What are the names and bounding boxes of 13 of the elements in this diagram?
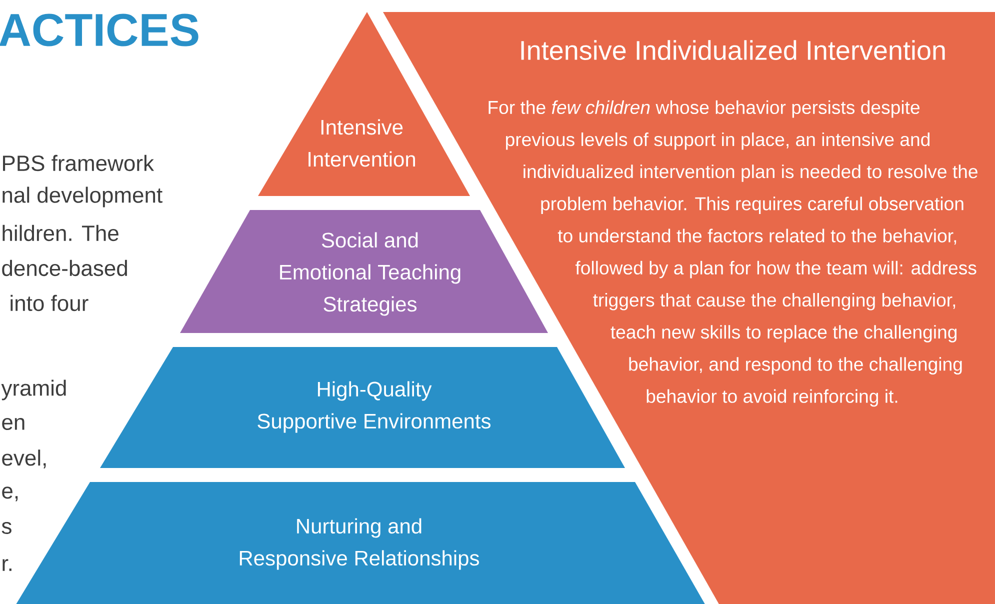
paragraph-line: into four: [10, 294, 88, 312]
paragraph-line: en: [2, 418, 24, 430]
node-label: Intensive Intervention: [308, 119, 416, 167]
paragraph-line: nal development: [2, 186, 162, 208]
paragraph-line: evel,: [2, 450, 46, 468]
pyramid-tier: High-Quality Supportive Environments: [100, 346, 625, 468]
panel-heading: Intensive Individualized Intervention: [521, 40, 945, 60]
pyramid-tier: Intensive Intervention: [258, 12, 470, 196]
paragraph-line: e,: [2, 486, 18, 502]
paragraph-line: dence-based: [2, 260, 127, 276]
paragraph-line: PBS framework: [3, 154, 154, 172]
paragraph-line: yramid: [1, 380, 66, 400]
paragraph-line: hildren. The: [2, 224, 118, 242]
